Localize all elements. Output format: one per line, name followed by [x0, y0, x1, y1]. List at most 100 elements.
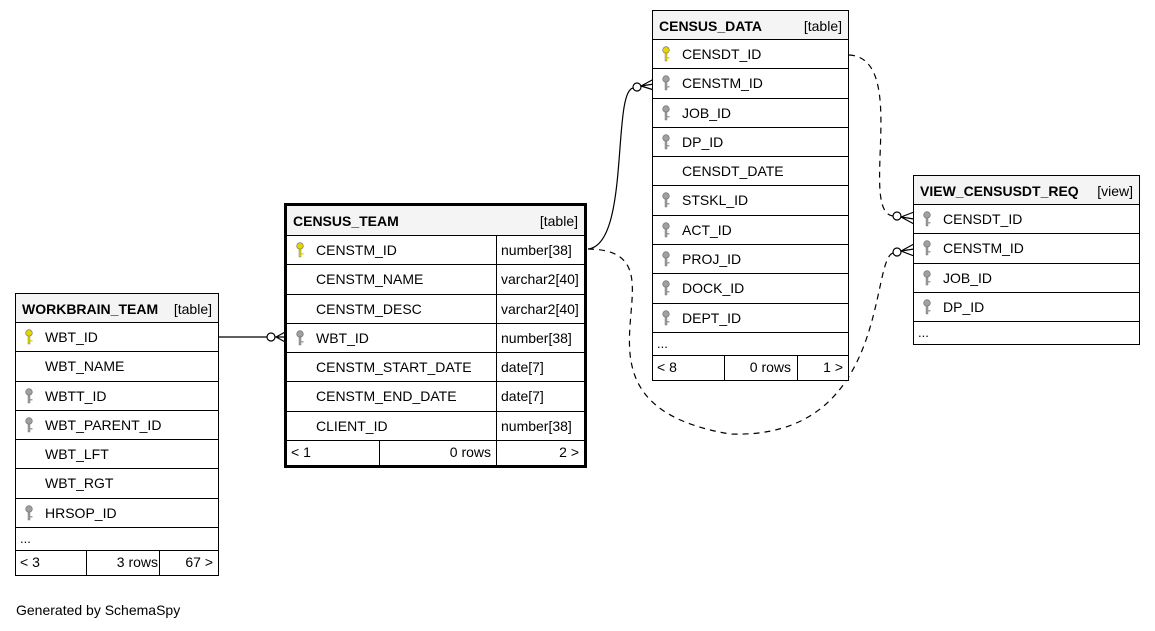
relation-crowfoot-marker: [640, 78, 655, 91]
column-row[interactable]: WBT_NAME: [16, 352, 218, 382]
primary-key-icon: [661, 46, 673, 63]
column-row[interactable]: ACT_ID: [653, 216, 848, 246]
column-name: PROJ_ID: [682, 251, 742, 268]
table-name: CENSUS_TEAM: [293, 213, 399, 229]
column-type: varchar2[40]: [496, 265, 579, 294]
table-header: WORKBRAIN_TEAM [table]: [16, 294, 218, 323]
column-type: number[38]: [496, 323, 572, 353]
more-columns-ellipsis: ...: [16, 528, 218, 552]
foreign-key-icon: [661, 134, 673, 151]
column-name: CENSTM_ID: [682, 75, 763, 92]
column-row[interactable]: CENSTM_ID: [653, 69, 848, 99]
column-row[interactable]: WBT_PARENT_ID: [16, 411, 218, 441]
column-row[interactable]: PROJ_ID: [653, 245, 848, 275]
row-count: 3 rows: [116, 554, 158, 571]
view-header: VIEW_CENSUSDT_REQ [view]: [914, 176, 1139, 205]
row-count: 0 rows: [449, 444, 491, 461]
foreign-key-icon: [922, 299, 934, 316]
foreign-key-icon: [922, 240, 934, 257]
column-name: WBT_NAME: [45, 358, 125, 375]
footer-divider: [159, 551, 160, 576]
column-row[interactable]: WBT_RGT: [16, 469, 218, 499]
more-columns-ellipsis: ...: [653, 333, 848, 356]
column-name: CENSTM_ID: [943, 240, 1024, 257]
column-row[interactable]: HRSOP_ID: [16, 499, 218, 529]
relation-crowfoot-marker: [900, 211, 915, 225]
parents-count: < 1: [291, 444, 311, 461]
column-name: DP_ID: [682, 133, 724, 150]
column-name: JOB_ID: [943, 269, 993, 286]
table-name: CENSUS_DATA: [659, 18, 762, 34]
foreign-key-icon: [922, 269, 934, 287]
column-row[interactable]: DP_ID: [653, 128, 848, 158]
table-footer: < 8 0 rows 1 >: [653, 355, 848, 380]
footer-divider: [379, 441, 380, 466]
foreign-key-icon: [295, 330, 307, 347]
column-name: HRSOP_ID: [45, 504, 117, 521]
footer-divider: [86, 551, 87, 576]
table-kind: [table]: [539, 213, 578, 229]
column-row[interactable]: WBT_ID number[38]: [287, 323, 584, 354]
column-name: STSKL_ID: [682, 192, 749, 209]
column-name: CENSDT_ID: [682, 46, 762, 62]
table-kind: [table]: [173, 301, 212, 317]
column-row[interactable]: JOB_ID: [914, 264, 1139, 293]
column-row[interactable]: STSKL_ID: [653, 186, 848, 216]
children-count: 67 >: [185, 554, 213, 571]
column-row[interactable]: JOB_ID: [653, 99, 848, 128]
column-name: CLIENT_ID: [316, 417, 388, 434]
column-row[interactable]: DOCK_ID: [653, 274, 848, 304]
children-count: 2 >: [559, 444, 579, 461]
column-name: WBT_ID: [316, 329, 369, 346]
relation-crowfoot-marker: [900, 243, 915, 257]
column-name: DP_ID: [943, 298, 985, 315]
footer-divider: [496, 441, 497, 466]
generated-by-label: Generated by SchemaSpy: [16, 602, 181, 618]
view-name: VIEW_CENSUSDT_REQ: [920, 183, 1079, 199]
more-columns-ellipsis: ...: [918, 325, 929, 341]
column-row[interactable]: WBT_ID: [16, 323, 218, 353]
column-row[interactable]: CENSDT_ID: [653, 40, 848, 70]
foreign-key-icon: [24, 417, 36, 434]
column-type: date[7]: [496, 353, 544, 382]
footer-divider: [724, 355, 725, 380]
column-row[interactable]: DP_ID: [914, 293, 1139, 323]
relation-optional-marker: [266, 332, 276, 342]
view-censusdt-req[interactable]: VIEW_CENSUSDT_REQ [view] CENSDT_ID CENSTM…: [913, 175, 1140, 346]
foreign-key-icon: [661, 222, 673, 239]
column-row[interactable]: WBT_LFT: [16, 440, 218, 470]
table-footer: < 3 3 rows 67 >: [16, 551, 218, 576]
column-name: JOB_ID: [682, 104, 732, 121]
column-name: CENSDT_ID: [943, 211, 1023, 227]
table-kind: [table]: [803, 18, 842, 34]
footer-divider: [797, 355, 798, 380]
column-row[interactable]: DEPT_ID: [653, 304, 848, 333]
table-name: WORKBRAIN_TEAM: [22, 301, 159, 317]
foreign-key-icon: [661, 251, 673, 268]
column-name: WBT_PARENT_ID: [45, 416, 162, 433]
column-name: CENSDT_DATE: [682, 163, 784, 180]
column-name: CENSTM_DESC: [316, 300, 422, 317]
table-census-data[interactable]: CENSUS_DATA [table] CENSDT_ID CENSTM_ID JO…: [652, 10, 849, 381]
column-type: date[7]: [496, 382, 544, 411]
foreign-key-icon: [661, 310, 673, 327]
column-row[interactable]: CENSTM_ID: [914, 234, 1139, 264]
column-row[interactable]: WBTT_ID: [16, 382, 218, 411]
children-count: 1 >: [823, 358, 843, 375]
column-row[interactable]: CENSDT_ID: [914, 205, 1139, 235]
table-header: CENSUS_DATA [table]: [653, 11, 848, 40]
column-name: WBT_LFT: [45, 446, 109, 463]
column-row[interactable]: CENSDT_DATE: [653, 157, 848, 187]
foreign-key-icon: [661, 192, 673, 209]
foreign-key-icon: [24, 387, 36, 405]
parents-count: < 3: [20, 554, 40, 571]
table-workbrain-team[interactable]: WORKBRAIN_TEAM [table] WBT_ID WBT_NAME WBT…: [15, 293, 219, 577]
